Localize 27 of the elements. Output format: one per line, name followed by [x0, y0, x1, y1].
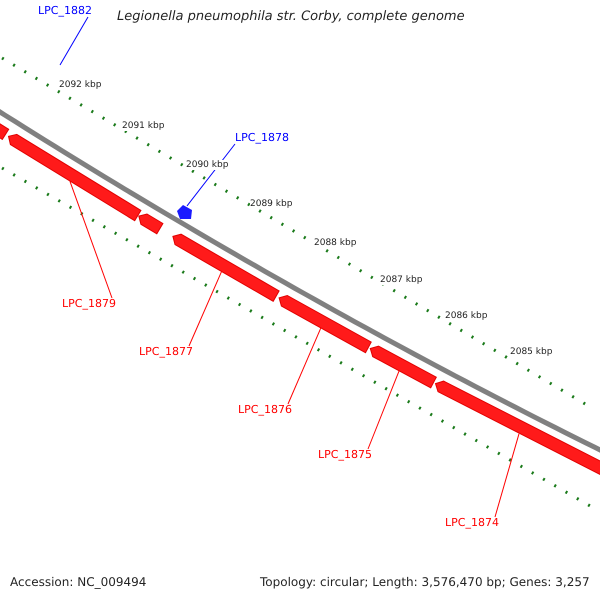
leader-line: [60, 16, 88, 66]
gene-label: LPC_1875: [318, 448, 372, 461]
gene-block: [0, 123, 10, 140]
title: Legionella pneumophila str. Corby, complete genome: [117, 9, 465, 24]
leader-line: [494, 433, 520, 518]
gene-label: LPC_1878: [235, 131, 289, 144]
gene-block: [138, 213, 164, 234]
gene-label: LPC_1882: [38, 4, 92, 17]
footer-note: Topology: circular; Length: 3,576,470 bp; Genes: 3,257: [260, 575, 590, 589]
gene-label: LPC_1874: [445, 516, 499, 529]
gene-label: LPC_1877: [139, 345, 193, 358]
leader-line: [368, 370, 400, 450]
gene-block: [177, 204, 192, 219]
gene-block: [8, 134, 142, 222]
leader-line: [188, 271, 222, 346]
gene-block: [172, 234, 280, 302]
gene-label: LPC_1876: [238, 403, 292, 416]
scale-label: 2090 kbp: [186, 160, 228, 170]
footer-note: Accession: NC_009494: [10, 575, 146, 589]
leader-line: [70, 180, 112, 298]
leader-line: [288, 328, 322, 404]
gene-block: [370, 346, 437, 388]
gene-label: LPC_1879: [62, 297, 116, 310]
scale-label: 2088 kbp: [314, 238, 356, 248]
gene-block: [278, 294, 372, 354]
gene-block: [434, 380, 600, 478]
scale-label: 2092 kbp: [59, 80, 102, 90]
